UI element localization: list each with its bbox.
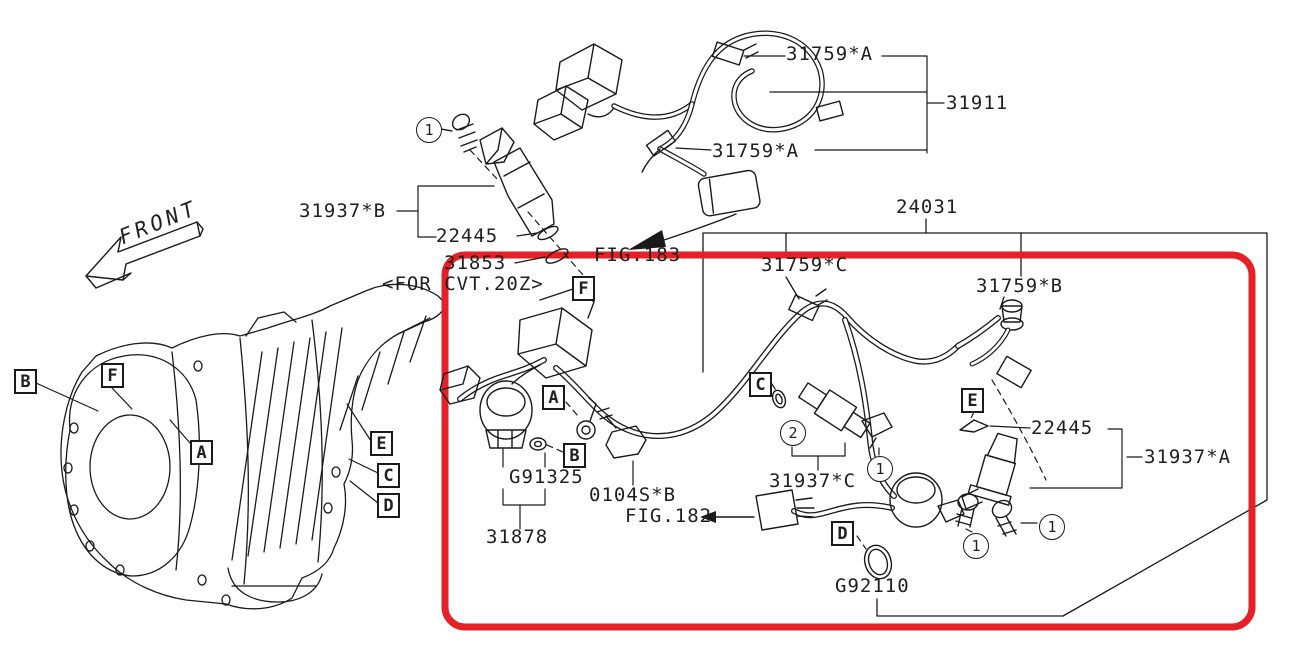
callout-box-e-detail: E [961, 388, 984, 413]
figure-183-label: FIG.183 [594, 244, 682, 266]
callout-box-a-transmission: A [190, 440, 213, 465]
part-label-31759a-top: 31759*A [786, 43, 874, 65]
circled-number-leaders [440, 128, 453, 132]
transmission-sketch [60, 283, 445, 610]
harness-31911-drawing [533, 30, 945, 250]
circled-number-1-middle: 1 [867, 456, 893, 482]
callout-box-d-detail: D [831, 521, 854, 546]
part-label-22445-right: 22445 [1031, 417, 1094, 439]
callout-box-b-detail: B [563, 443, 586, 468]
fig183-arrow-icon [628, 230, 666, 250]
circled-number-1-bottom-left: 1 [963, 533, 989, 559]
part-label-0104sb: 0104S*B [589, 484, 677, 506]
circled-number-1-bottom-right: 1 [1039, 514, 1065, 540]
part-label-g92110: G92110 [835, 575, 910, 597]
fig182-arrow-icon [700, 511, 716, 523]
part-label-31937b: 31937*B [299, 200, 387, 222]
part-label-31937c: 31937*C [769, 470, 857, 492]
figure-182-label: FIG.182 [625, 505, 713, 527]
part-label-31911: 31911 [946, 92, 1009, 114]
part-label-31853: 31853 [444, 252, 507, 274]
callout-box-f-transmission: F [101, 363, 124, 388]
callout-box-a-detail: A [542, 385, 565, 410]
callout-box-f-detail: F [572, 276, 595, 301]
part-label-31878: 31878 [486, 526, 549, 548]
part-label-24031: 24031 [896, 196, 959, 218]
sensor-31937b-assembly [396, 113, 584, 276]
highlight-red-box [441, 251, 1256, 631]
part-label-31759c: 31759*C [761, 254, 849, 276]
callout-box-d-transmission: D [377, 493, 400, 518]
part-label-31759b: 31759*B [976, 275, 1064, 297]
callout-box-c-detail: C [749, 372, 772, 397]
front-arrow-icon [85, 221, 204, 289]
callout-box-b-transmission: B [14, 369, 37, 394]
variant-note-label: <FOR CVT.20Z> [382, 273, 544, 295]
callout-box-e-transmission: E [370, 431, 393, 456]
callout-box-c-transmission: C [377, 463, 400, 488]
part-label-22445-top: 22445 [436, 225, 499, 247]
part-label-g91325: G91325 [509, 466, 584, 488]
part-label-31759a-bottom: 31759*A [712, 140, 800, 162]
transmission-callout-leaders [35, 382, 379, 504]
circled-number-1-top: 1 [416, 117, 442, 143]
circled-number-2: 2 [780, 420, 806, 446]
main-harness-drawing [439, 287, 1143, 580]
part-label-31937a: 31937*A [1144, 446, 1232, 468]
